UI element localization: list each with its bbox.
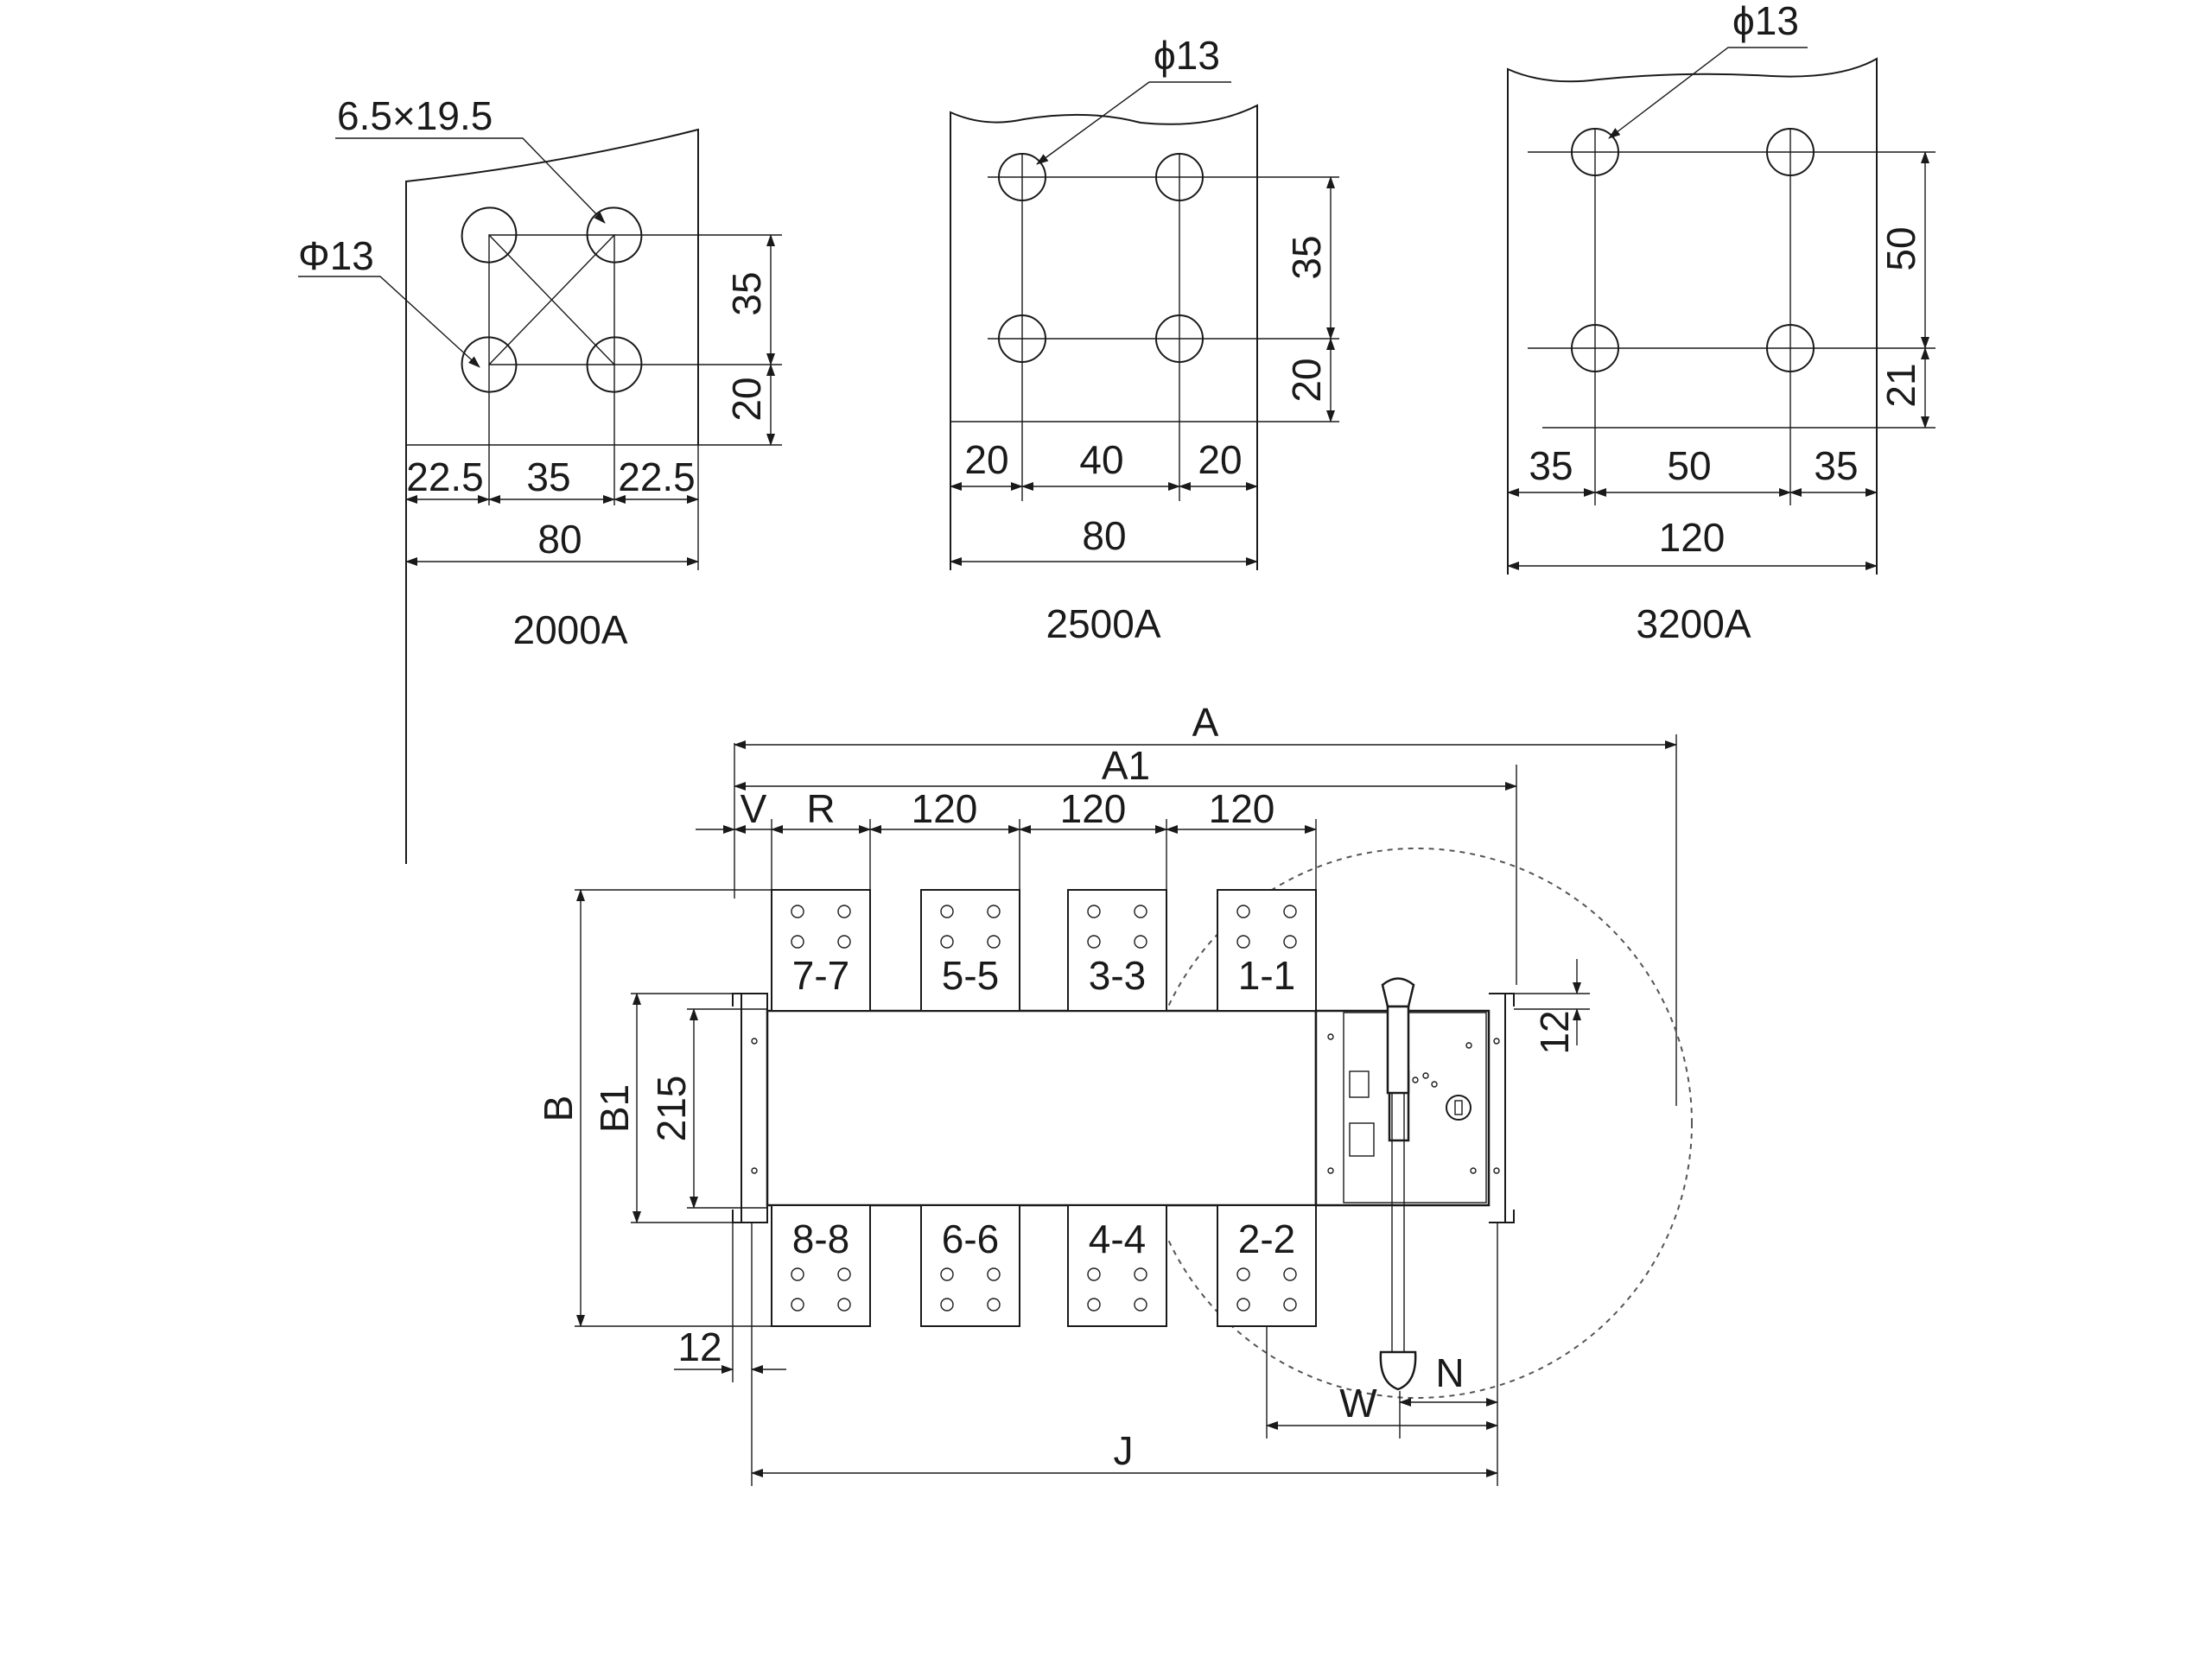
d2500-hole-label: ϕ13 — [1154, 33, 1220, 78]
left-bracket — [732, 993, 768, 1223]
dim-V: V — [741, 786, 767, 831]
terminals-bottom: 8-8 6-6 4-4 2-2 — [771, 1204, 1317, 1327]
d3200-h2: 50 — [1667, 443, 1711, 488]
terminal-7-7: 7-7 — [792, 953, 849, 998]
dim-N: N — [1435, 1350, 1464, 1395]
dim-pitch-2: 120 — [1060, 786, 1127, 831]
d2000-h2: 35 — [526, 454, 570, 499]
d2500-total: 80 — [1082, 513, 1126, 558]
terminal-4-4: 4-4 — [1089, 1216, 1146, 1261]
terminals-top: 7-7 5-5 3-3 1-1 — [771, 889, 1317, 1012]
dim-W: W — [1339, 1381, 1377, 1426]
dim-A1: A1 — [1102, 743, 1150, 788]
d3200-total: 120 — [1659, 515, 1726, 560]
dim-B1: B1 — [592, 1084, 637, 1133]
d2500-caption: 2500A — [1046, 601, 1160, 646]
detail-3200a: 50 21 35 50 35 120 ϕ13 3200A — [1507, 0, 1936, 646]
dim-pitch-1: 120 — [912, 786, 978, 831]
operating-handle — [1379, 977, 1417, 1391]
d2000-slot-label: 6.5×19.5 — [337, 93, 493, 138]
dim-215: 215 — [649, 1076, 694, 1142]
right-bracket — [1489, 993, 1515, 1223]
d2000-total: 80 — [537, 517, 582, 562]
main-assembly: A A1 V R 120 120 120 — [536, 700, 1693, 1486]
dim-pitch-3: 120 — [1209, 786, 1275, 831]
d2500-h2: 40 — [1079, 437, 1123, 482]
terminal-8-8: 8-8 — [792, 1216, 849, 1261]
d3200-h1: 35 — [1529, 443, 1573, 488]
terminal-5-5: 5-5 — [942, 953, 999, 998]
d2000-v1: 35 — [724, 271, 769, 315]
d2000-h3: 22.5 — [618, 454, 696, 499]
d2500-v1: 35 — [1284, 235, 1329, 279]
dim-A: A — [1192, 700, 1219, 745]
d3200-h3: 35 — [1814, 443, 1858, 488]
d2500-v2: 20 — [1284, 358, 1329, 402]
d2000-caption: 2000A — [512, 607, 627, 652]
dim-J: J — [1114, 1428, 1134, 1473]
d2000-v2: 20 — [724, 377, 769, 421]
dim-R: R — [806, 786, 835, 831]
d3200-caption: 3200A — [1636, 601, 1751, 646]
d3200-hole-label: ϕ13 — [1732, 0, 1799, 43]
terminal-2-2: 2-2 — [1238, 1216, 1295, 1261]
d2500-h3: 20 — [1198, 437, 1242, 482]
terminal-3-3: 3-3 — [1089, 953, 1146, 998]
switch-body — [766, 1009, 1318, 1207]
dim-12-right: 12 — [1532, 1010, 1577, 1054]
d2500-h1: 20 — [964, 437, 1008, 482]
d2000-h1: 22.5 — [406, 454, 484, 499]
lock-icon — [1446, 1095, 1471, 1121]
terminal-1-1: 1-1 — [1238, 953, 1295, 998]
dim-12-left: 12 — [677, 1324, 721, 1369]
detail-2500a: 35 20 20 40 20 80 ϕ13 2500A — [950, 33, 1339, 646]
dim-B: B — [536, 1096, 581, 1122]
terminal-6-6: 6-6 — [942, 1216, 999, 1261]
round-holes — [998, 153, 1204, 363]
d2000-hole-label: Φ13 — [298, 233, 374, 278]
d3200-v2: 21 — [1878, 363, 1923, 407]
d3200-v1: 50 — [1878, 226, 1923, 270]
detail-2000a: 35 20 22.5 35 22.5 80 6.5×19.5 Φ13 2000A — [298, 93, 782, 864]
round-holes — [1571, 128, 1815, 372]
